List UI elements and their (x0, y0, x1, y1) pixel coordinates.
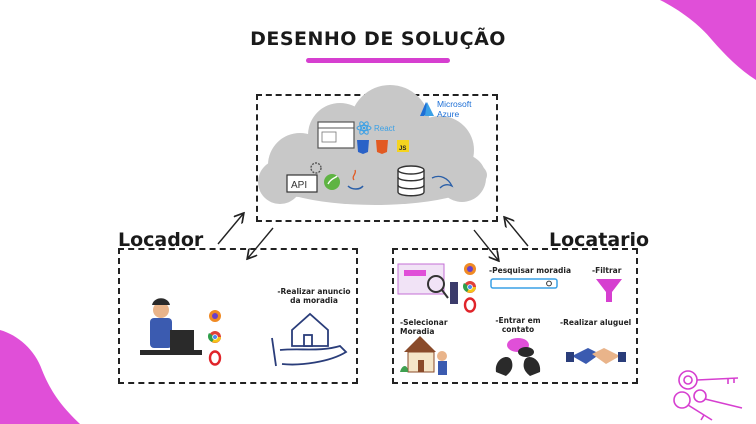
css3-icon (357, 140, 369, 154)
azure-label-line2: Azure (437, 109, 459, 119)
api-icon (286, 174, 318, 193)
database-icon (397, 165, 425, 197)
locador-action-line1: -Realizar anuncio (277, 287, 351, 296)
search-person-icon (397, 263, 458, 304)
cloud-shape (258, 85, 487, 205)
arrow-locador-to-cloud (217, 214, 243, 245)
locador-action-line2: da moradia (290, 296, 338, 305)
java-icon (347, 169, 364, 190)
opera-icon (463, 297, 477, 313)
title-underline (306, 58, 450, 63)
api-label: API (291, 180, 307, 191)
select-action-line2: Moradia (400, 327, 435, 336)
mysql-icon (431, 175, 454, 189)
select-action-text: -Selecionar Moradia (400, 318, 448, 336)
locador-action-text: -Realizar anuncio da moradia (268, 287, 360, 305)
spring-icon (324, 174, 340, 190)
arrow-cloud-to-locador (248, 227, 274, 258)
filter-icon (596, 279, 622, 302)
firefox-icon (464, 263, 476, 275)
rent-action-text: -Realizar aluguel (560, 318, 632, 327)
html5-icon (376, 140, 388, 154)
locatario-label: Locatario (549, 229, 650, 251)
js-label: JS (399, 146, 406, 152)
gear-icon (310, 162, 322, 174)
contact-action-line1: -Entrar em (495, 316, 541, 325)
react-label: React (374, 124, 396, 133)
select-action-line1: -Selecionar (400, 318, 448, 327)
hand-house-icon (271, 312, 348, 367)
locador-box (118, 248, 358, 384)
person-laptop-icon (140, 298, 202, 355)
search-action-text: -Pesquisar moradia (489, 266, 572, 275)
azure-label-line1: Microsoft (437, 99, 472, 109)
chrome-icon (462, 281, 476, 293)
azure-icon (420, 102, 434, 116)
arrow-locatario-to-cloud (505, 218, 529, 247)
firefox-icon (209, 310, 221, 322)
opera-icon (208, 350, 222, 366)
contact-action-text: -Entrar em contato (492, 316, 544, 334)
arrow-cloud-to-locatario (473, 229, 498, 260)
locatario-box (392, 248, 638, 384)
locador-label: Locador (118, 229, 204, 251)
bottom-left-blob-shape (0, 330, 80, 424)
browser-window-icon (317, 121, 355, 149)
js-icon (397, 140, 409, 152)
house-select-icon (400, 336, 447, 375)
page-title: DESENHO DE SOLUÇÃO (250, 28, 506, 50)
search-bar-icon (490, 278, 558, 289)
handshake-icon (566, 348, 626, 364)
chrome-icon (207, 331, 221, 343)
react-icon (356, 121, 372, 135)
filter-action-text: -Filtrar (592, 266, 622, 275)
top-right-blob-shape (660, 0, 756, 80)
contact-action-line2: contato (501, 325, 535, 334)
contact-icon (495, 338, 541, 376)
